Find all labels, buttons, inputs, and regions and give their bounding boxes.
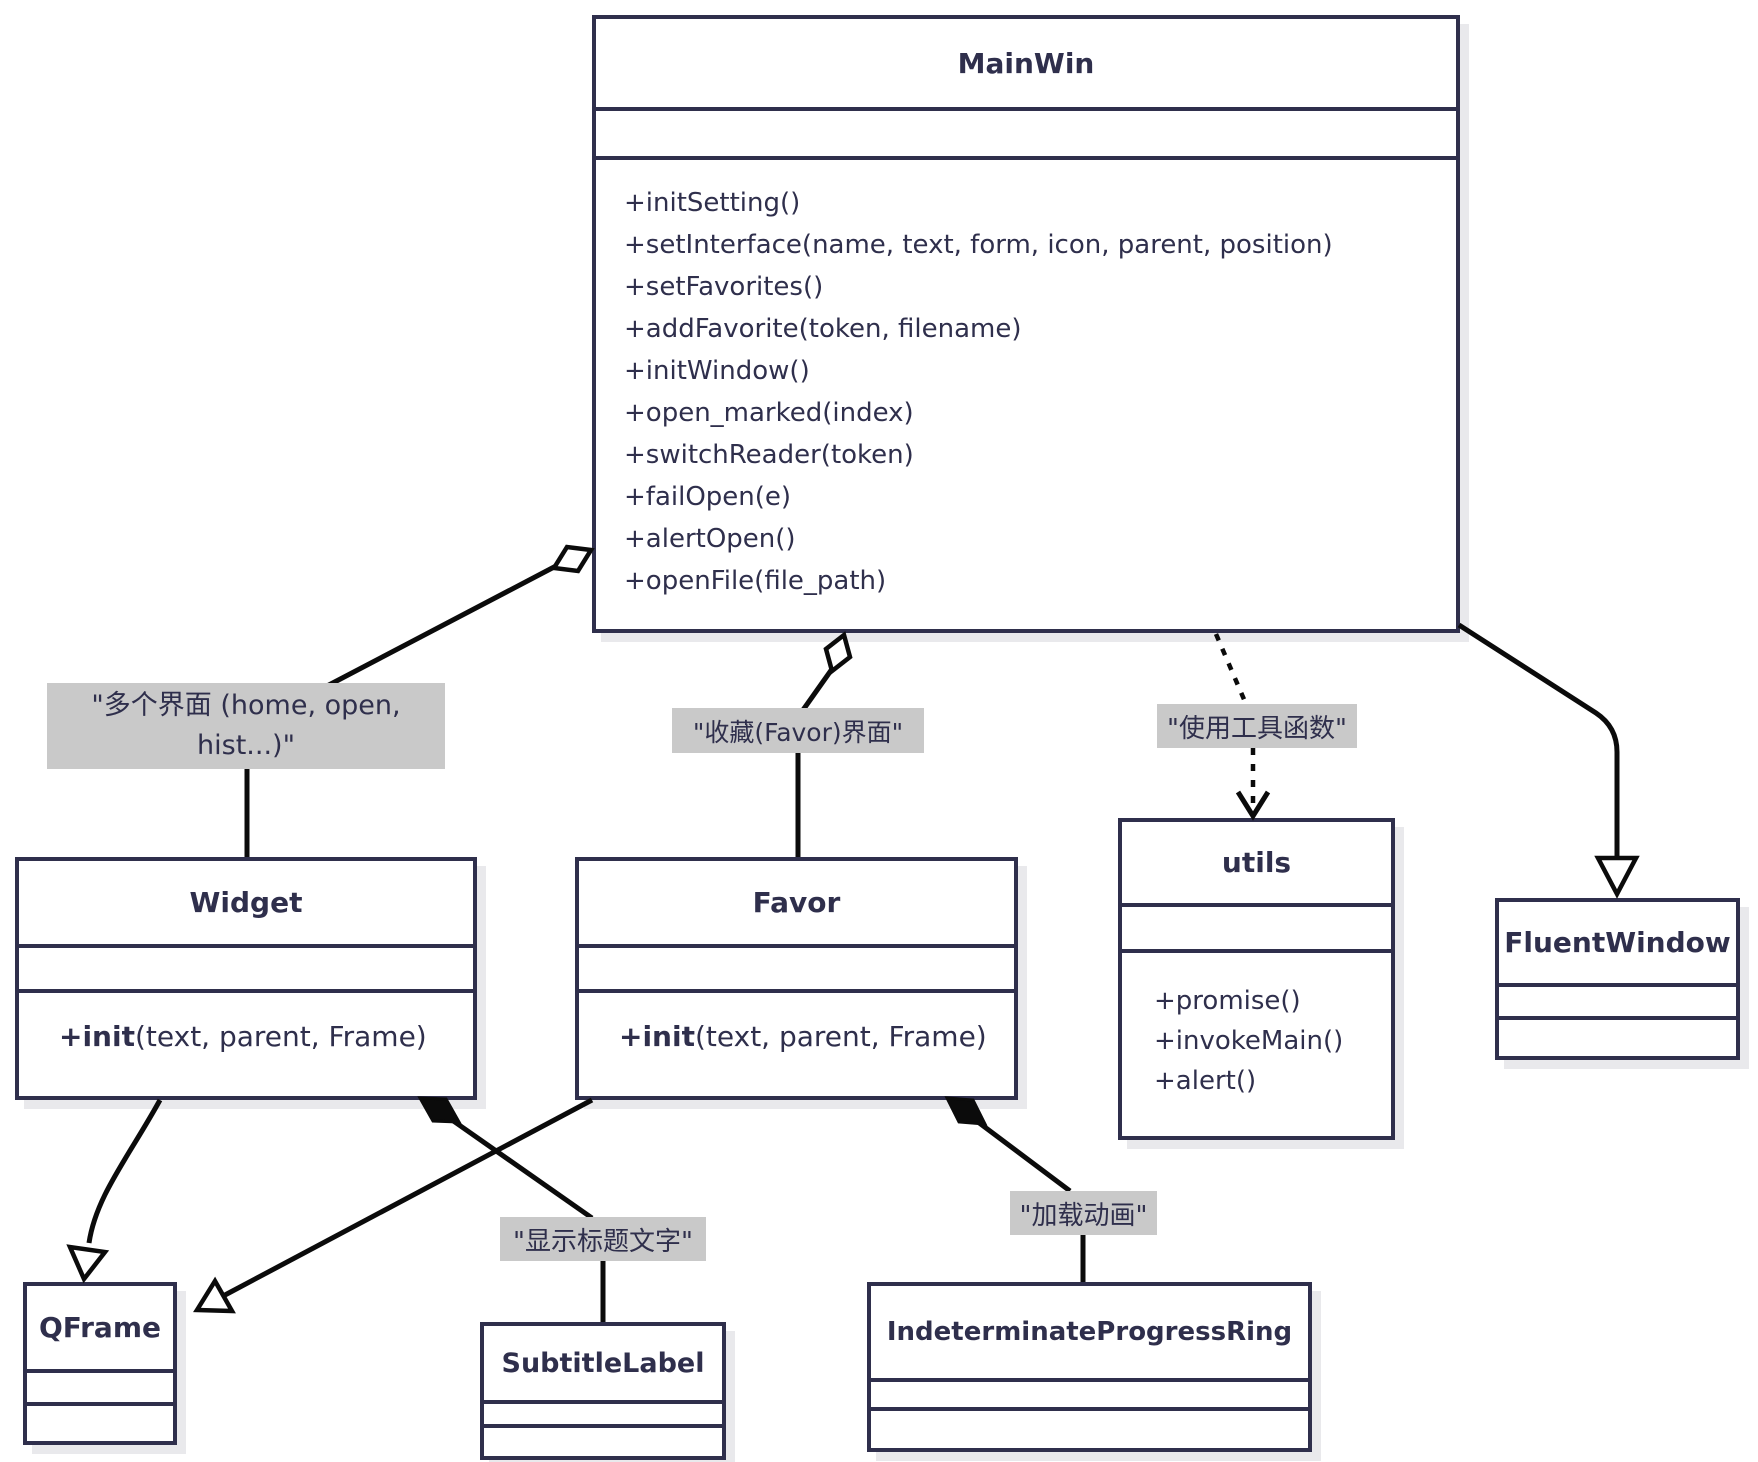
class-box-widget: Widget +init(text, parent, Frame) (15, 857, 477, 1100)
method-item: +initSetting() (624, 188, 801, 218)
method-item: +setFavorites() (624, 272, 824, 302)
attributes-section-empty (27, 1373, 173, 1406)
inheritance-triangle-icon (66, 1244, 110, 1284)
class-name: Favor (752, 886, 841, 919)
class-title-subtitlelabel: SubtitleLabel (484, 1326, 722, 1404)
edge-label-widget-note: "多个界面 (home, open, hist...)" (47, 683, 445, 769)
class-box-qframe: QFrame (23, 1282, 177, 1445)
inheritance-mainwin-fluentwindow (1457, 622, 1640, 899)
edge-label-favor-note: "收藏(Favor)界面" (672, 708, 924, 753)
class-box-fluentwindow: FluentWindow (1495, 898, 1740, 1060)
method-item: +failOpen(e) (624, 482, 792, 512)
edge-label-line: "多个界面 (home, open, (91, 690, 401, 721)
edge-label-line: "收藏(Favor)界面" (692, 717, 904, 747)
method-name: +init (619, 1020, 695, 1053)
class-box-utils: utils +promise() +invokeMain() +alert() (1118, 818, 1395, 1140)
composition-diamond-icon (417, 1096, 462, 1124)
composition-widget-subtitlelabel (417, 1096, 606, 1322)
class-box-progressring: IndeterminateProgressRing (867, 1282, 1312, 1452)
method-item: +alertOpen() (624, 524, 796, 554)
attributes-section-empty (596, 111, 1456, 160)
class-title-utils: utils (1122, 822, 1391, 907)
class-name: utils (1221, 846, 1292, 879)
methods-section-mainwin: +initSetting() +setInterface(name, text,… (596, 160, 1456, 602)
method-item: +openFile(file_path) (624, 566, 887, 596)
class-box-subtitlelabel: SubtitleLabel (480, 1322, 726, 1460)
edge-label-line: hist...)" (197, 730, 295, 761)
inheritance-widget-qframe (66, 1098, 163, 1284)
class-title-widget: Widget (19, 861, 473, 948)
edge-label-subtitle-note: "显示标题文字" (500, 1217, 706, 1261)
composition-diamond-icon (944, 1096, 988, 1126)
aggregation-diamond-icon (550, 544, 595, 574)
edge-label-line: "使用工具函数" (1167, 713, 1347, 744)
method-item: +setInterface(name, text, form, icon, pa… (624, 230, 1333, 260)
method-item: +addFavorite(token, filename) (624, 314, 1022, 344)
method-name: +init (59, 1020, 135, 1053)
class-title-mainwin: MainWin (596, 19, 1456, 111)
edge-label-progress-note: "加载动画" (1010, 1191, 1157, 1235)
method-item: +alert() (1154, 1066, 1257, 1096)
attributes-section-empty (871, 1382, 1308, 1411)
class-name: QFrame (38, 1311, 161, 1344)
attributes-section-empty (1499, 987, 1736, 1020)
inheritance-favor-qframe (193, 1097, 594, 1314)
method-item: +invokeMain() (1154, 1026, 1344, 1056)
attributes-section-empty (1122, 907, 1391, 953)
attributes-section-empty (579, 948, 1014, 993)
edge-label-line: "显示标题文字" (513, 1226, 693, 1257)
class-title-progressring: IndeterminateProgressRing (871, 1286, 1308, 1382)
class-name: IndeterminateProgressRing (886, 1317, 1293, 1347)
method-item: +switchReader(token) (624, 440, 914, 470)
method-item: +init(text, parent, Frame) (619, 1020, 1014, 1053)
edge-label-line: "加载动画" (1019, 1200, 1148, 1231)
method-item: +initWindow() (624, 356, 810, 386)
inheritance-triangle-icon (1594, 855, 1640, 899)
class-box-mainwin: MainWin +initSetting() +setInterface(nam… (592, 15, 1460, 633)
methods-section-widget: +init(text, parent, Frame) (19, 993, 473, 1053)
composition-favor-progressring (944, 1096, 1086, 1282)
attributes-section-empty (19, 948, 473, 993)
method-item: +open_marked(index) (624, 398, 914, 428)
attributes-section-empty (484, 1404, 722, 1428)
aggregation-diamond-icon (823, 631, 853, 675)
class-title-fluentwindow: FluentWindow (1499, 902, 1736, 987)
class-title-favor: Favor (579, 861, 1014, 948)
open-arrowhead-icon (1235, 790, 1271, 821)
class-title-qframe: QFrame (27, 1286, 173, 1373)
methods-section-utils: +promise() +invokeMain() +alert() (1122, 953, 1391, 1101)
method-params: (text, parent, Frame) (134, 1020, 427, 1053)
class-name: Widget (189, 886, 303, 919)
method-item: +promise() (1154, 986, 1301, 1016)
class-name: FluentWindow (1504, 926, 1731, 959)
method-params: (text, parent, Frame) (694, 1020, 987, 1053)
inheritance-triangle-icon (193, 1276, 236, 1314)
class-name: MainWin (957, 46, 1095, 80)
class-name: SubtitleLabel (501, 1347, 705, 1379)
method-item: +init(text, parent, Frame) (59, 1020, 473, 1053)
methods-section-favor: +init(text, parent, Frame) (579, 993, 1014, 1053)
class-box-favor: Favor +init(text, parent, Frame) (575, 857, 1018, 1100)
edge-label-utils-note: "使用工具函数" (1157, 704, 1357, 748)
